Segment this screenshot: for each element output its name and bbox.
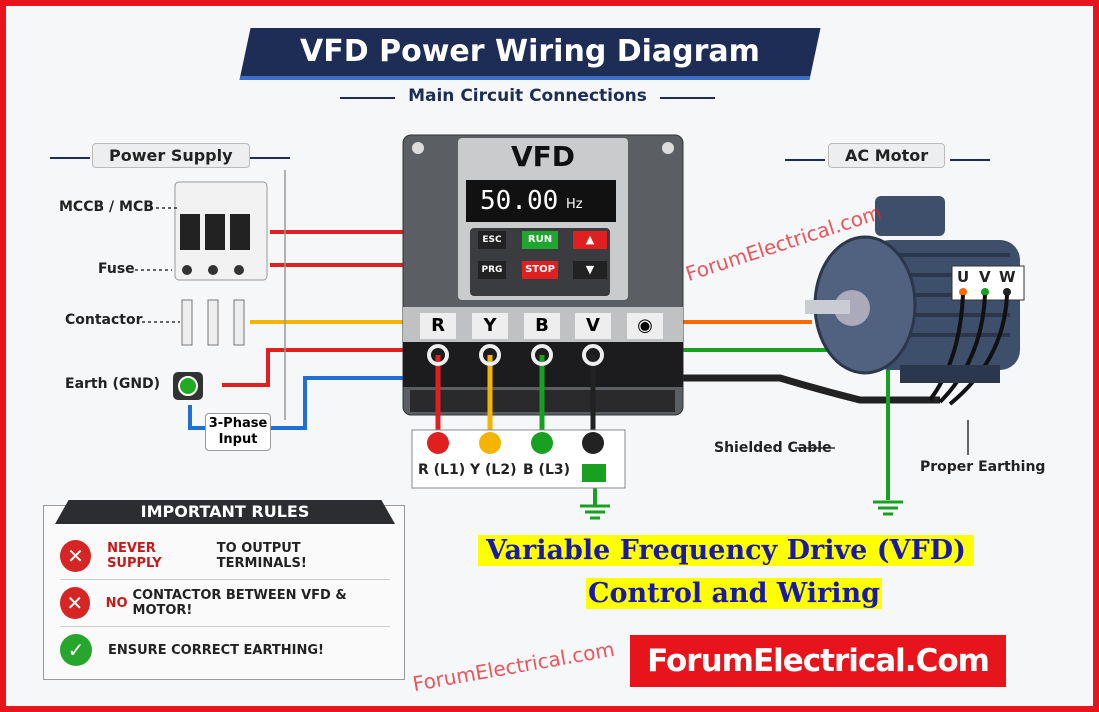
shielded-cable-label: Shielded Cable	[714, 440, 832, 456]
rules-title: IMPORTANT RULES	[55, 500, 395, 524]
ac-motor-label: AC Motor	[828, 143, 946, 168]
terminal-r: R	[420, 313, 456, 339]
rule-item: ✓ ENSURE CORRECT EARTHING!	[60, 627, 390, 673]
rule-warning: NEVER SUPPLY	[107, 541, 162, 571]
earth-label: Earth (GND)	[65, 376, 161, 392]
mccb-label: MCCB / MCB	[59, 199, 154, 215]
contactor-label: Contactor	[65, 312, 143, 328]
rule-text: TO OUTPUT TERMINALS!	[216, 541, 307, 571]
input-wires	[188, 170, 405, 430]
down-button[interactable]: ▼	[573, 261, 607, 279]
stop-button[interactable]: STOP	[522, 261, 558, 279]
terminal-v: V	[575, 313, 611, 339]
earth-clamp	[173, 372, 203, 400]
wire-l4	[222, 348, 405, 387]
ground-symbol-vfd	[580, 504, 610, 520]
subtitle: Main Circuit Connections	[340, 86, 715, 106]
page-title: VFD Power Wiring Diagram	[300, 34, 760, 69]
caption-line-2: Control and Wiring	[586, 578, 882, 609]
brand-logo: ForumElectrical.Com	[630, 635, 1006, 687]
run-button[interactable]: RUN	[522, 231, 558, 249]
cross-icon: ✕	[60, 587, 90, 619]
fuse-label: Fuse	[98, 261, 135, 277]
terminal-b: B	[524, 313, 560, 339]
ground-terminal-icon: ◉	[627, 313, 663, 339]
input-terminal-y: Y (L2)	[470, 462, 517, 478]
vfd-label: VFD	[510, 140, 576, 173]
caption-line-1: Variable Frequency Drive (VFD)	[478, 535, 974, 566]
check-icon: ✓	[60, 634, 92, 666]
frequency-unit: Hz	[566, 197, 583, 212]
contactor	[181, 299, 245, 346]
rule-text: ENSURE CORRECT EARTHING!	[108, 642, 324, 658]
mccb-breaker	[174, 181, 268, 281]
rule-text: CONTACTOR BETWEEN VFD & MOTOR!	[132, 588, 347, 618]
rule-item: ✕ NEVER SUPPLY TO OUTPUT TERMINALS!	[60, 533, 390, 580]
terminal-wires	[435, 355, 596, 440]
input-terminal-r: R (L1)	[418, 462, 466, 478]
wire-blue	[265, 376, 405, 430]
frequency-display: 50.00	[480, 186, 559, 216]
terminal-y: Y	[472, 313, 508, 339]
proper-earthing-label: Proper Earthing	[920, 459, 1046, 475]
power-supply-label: Power Supply	[92, 143, 250, 168]
ac-motor	[805, 196, 1025, 406]
up-button[interactable]: ▲	[573, 231, 607, 249]
rule-warning: NO	[105, 595, 128, 611]
motor-terminal-u: U	[957, 268, 970, 286]
motor-terminal-v: V	[979, 268, 991, 286]
esc-button[interactable]: ESC	[478, 231, 506, 249]
rules-panel	[43, 505, 405, 680]
input-terminal-b: B (L3)	[523, 462, 571, 478]
shielded-cable	[683, 374, 940, 404]
prg-button[interactable]: PRG	[478, 261, 506, 279]
motor-terminal-w: W	[999, 268, 1016, 286]
cross-icon: ✕	[60, 540, 92, 572]
ground-symbol-motor	[873, 500, 903, 516]
wire-gnd	[188, 405, 205, 430]
three-phase-input-label: 3-Phase Input	[205, 413, 271, 451]
